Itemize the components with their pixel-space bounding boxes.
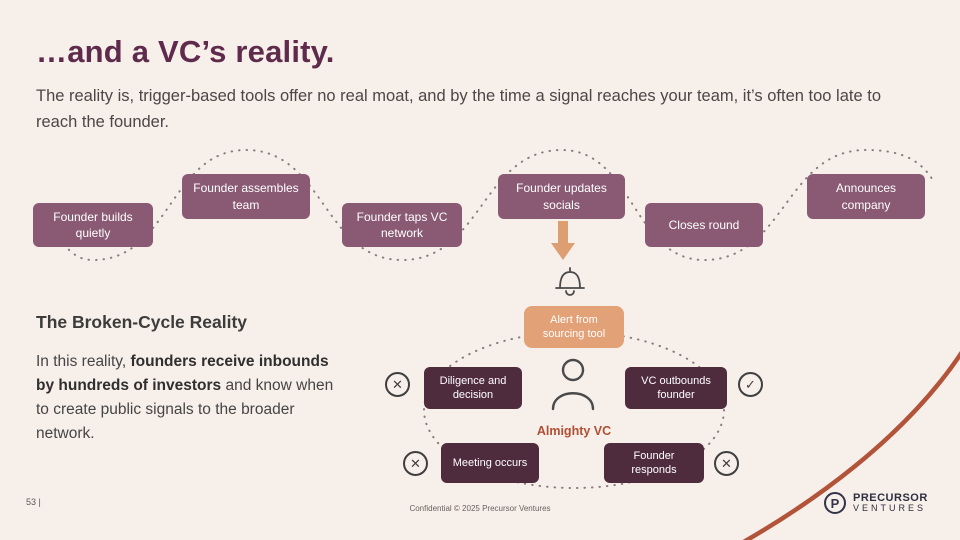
- confidential-note: Confidential © 2025 Precursor Ventures: [409, 504, 551, 513]
- logo-wordmark: PRECURSOR VENTURES: [853, 491, 928, 514]
- precursor-ventures-logo: P PRECURSOR VENTURES: [824, 492, 928, 514]
- cross-icon: ✕: [403, 451, 428, 476]
- alert-from-sourcing-tool-box: Alert from sourcing tool: [524, 306, 624, 348]
- logo-line2: VENTURES: [853, 503, 927, 514]
- page-title: …and a VC’s reality.: [36, 34, 335, 69]
- cycle-step-meeting-occurs: Meeting occurs: [441, 443, 539, 483]
- cross-icon: ✕: [714, 451, 739, 476]
- arrow-down-icon: [551, 221, 575, 260]
- body-bold: founders receive inbounds by hundreds of…: [36, 353, 329, 395]
- logo-p-icon: P: [824, 492, 846, 514]
- timeline-step-closes-round: Closes round: [645, 203, 763, 247]
- cycle-step-vc-outbounds-founder: VC outbounds founder: [625, 367, 727, 409]
- cycle-step-founder-responds: Founder responds: [604, 443, 704, 483]
- bell-icon: [555, 267, 585, 296]
- timeline-step-founder-taps-vc-network: Founder taps VC network: [342, 203, 462, 247]
- timeline-dotted-path: [54, 148, 935, 262]
- vc-person-icon: [551, 358, 595, 411]
- check-icon: ✓: [738, 372, 763, 397]
- timeline-step-announces-company: Announces company: [807, 174, 925, 219]
- cycle-step-diligence-and-decision: Diligence and decision: [424, 367, 522, 409]
- almighty-vc-label: Almighty VC: [536, 424, 612, 438]
- timeline-step-founder-assembles-team: Founder assembles team: [182, 174, 310, 219]
- timeline-step-founder-updates-socials: Founder updates socials: [498, 174, 625, 219]
- timeline-step-founder-builds-quietly: Founder builds quietly: [33, 203, 153, 247]
- broken-cycle-heading: The Broken-Cycle Reality: [36, 312, 248, 332]
- body-prefix: In this reality,: [36, 353, 131, 370]
- broken-cycle-body: In this reality, founders receive inboun…: [36, 350, 348, 446]
- body-suffix: and know when to create public signals t…: [36, 377, 334, 443]
- logo-line1: PRECURSOR: [853, 491, 928, 504]
- cross-icon: ✕: [385, 372, 410, 397]
- page-subtitle: The reality is, trigger-based tools offe…: [36, 87, 882, 131]
- page-number: 53 |: [26, 497, 41, 507]
